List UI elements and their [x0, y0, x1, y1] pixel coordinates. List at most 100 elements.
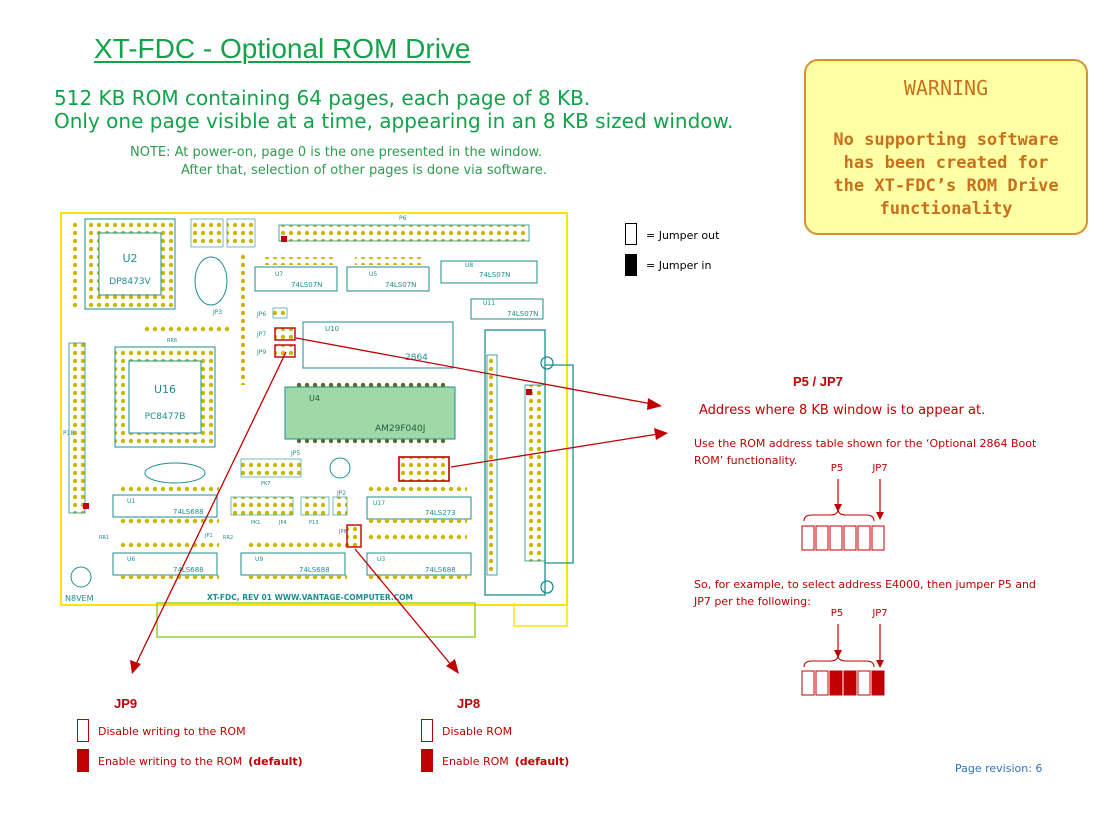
- chip-u8-part: 74LS07N: [479, 271, 510, 279]
- chip-u2-label: U2: [122, 252, 137, 265]
- jumper-jp5: [240, 458, 302, 478]
- diagram2-jumper-row: [801, 670, 885, 696]
- pins-u9-top: [247, 543, 347, 551]
- chip-u5-part: 74LS07N: [385, 281, 416, 289]
- pins-u1-bottom: [119, 517, 219, 525]
- chip-u11-part: 74LS07N: [507, 310, 538, 318]
- pins-u6-bottom: [119, 575, 219, 583]
- pins-u3-top: [367, 533, 467, 541]
- header-p18-pin1: [83, 503, 89, 509]
- page-title: XT-FDC - Optional ROM Drive: [94, 33, 471, 64]
- diagram1-jp7-label: JP7: [871, 463, 887, 474]
- jp9-in-swatch: [77, 749, 89, 772]
- board-maker: N8VEM: [65, 594, 94, 603]
- jp8-out-swatch: [421, 719, 433, 742]
- arrow-jp7-head: [647, 398, 662, 410]
- intro-line-1: 512 KB ROM containing 64 pages, each pag…: [54, 86, 591, 110]
- chip-u17-label: U17: [373, 500, 385, 507]
- header-p6: [278, 224, 530, 242]
- jumper-jp9-board: [274, 344, 296, 358]
- label-p13: P13: [309, 520, 318, 526]
- jp9-default-label: (default): [248, 755, 303, 768]
- jumper-jp8-board: [346, 524, 362, 548]
- diagram2-jumper-6: [871, 670, 885, 696]
- chip-u10: [302, 321, 454, 369]
- label-rr6: RR6: [167, 338, 177, 344]
- chip-u3-label: U3: [377, 556, 385, 563]
- header-p6-pin1: [281, 236, 287, 242]
- chip-u5-label: U5: [369, 271, 377, 278]
- mount-hole-bottom: [540, 580, 554, 594]
- pins-rr6: [141, 325, 231, 333]
- diagram2-jumper-4: [843, 670, 857, 696]
- jp8-in-swatch: [421, 749, 433, 772]
- jumper-diagram-1: P5 JP7: [801, 463, 888, 551]
- chip-u1-part: 74LS688: [173, 508, 204, 516]
- mount-hole-top: [540, 356, 554, 370]
- jumper-jp6: [272, 307, 288, 319]
- label-pk7: PK7: [261, 481, 270, 487]
- diagram1-jumper-1: [801, 525, 815, 551]
- p5-jp7-heading: P5 / JP7: [793, 374, 843, 389]
- connector-pin-row-right: [524, 384, 546, 562]
- pins-u5-top: [355, 257, 425, 265]
- intro-line-2: Only one page visible at a time, appeari…: [54, 109, 734, 133]
- diagram1-jumper-3: [829, 525, 843, 551]
- jp9-out-label: Disable writing to the ROM: [98, 725, 246, 738]
- chip-u7-part: 74LS07N: [291, 281, 322, 289]
- jumper-p13: [300, 496, 330, 516]
- chip-u7: [254, 266, 338, 292]
- transistor: [329, 457, 351, 479]
- chip-u6-part: 74LS688: [173, 566, 204, 574]
- arrow-p5-head: [654, 428, 668, 440]
- chip-u10-label: U10: [325, 325, 339, 333]
- warning-title: WARNING: [903, 76, 989, 100]
- label-jp5: JP5: [290, 450, 300, 457]
- note-line-1: NOTE: At power-on, page 0 is the one pre…: [130, 145, 543, 160]
- p5-jp7-description: Address where 8 KB window is to appear a…: [699, 403, 986, 418]
- small-jumpers-top: [190, 218, 224, 248]
- chip-u4-part: AM29F040J: [375, 424, 425, 434]
- diagram2-p5-arrowhead: [834, 650, 842, 658]
- pins-u7-top: [265, 257, 335, 265]
- chip-u8: [440, 260, 538, 284]
- jumper-jp2: [332, 496, 348, 516]
- warning-message: No supporting software has been created …: [833, 130, 1059, 219]
- pins-u6-top: [119, 543, 219, 551]
- arrow-jp8-line: [354, 548, 453, 667]
- page-revision: Page revision: 6: [955, 762, 1043, 775]
- table-note-line-1: Use the ROM address table shown for the …: [694, 437, 1037, 450]
- arrow-jp7-line: [295, 337, 653, 405]
- board-caption: XT-FDC, REV 01 WWW.VANTAGE-COMPUTER.COM: [207, 593, 413, 602]
- example-line-2: JP7 per the following:: [694, 595, 811, 608]
- diagram1-jumper-2: [815, 525, 829, 551]
- diagram1-p5-arrowhead: [834, 504, 842, 512]
- diagram1-jp7-arrowhead: [876, 512, 884, 520]
- diagram2-jumper-2: [815, 670, 829, 696]
- chip-u2-part: DP8473V: [109, 277, 151, 287]
- pins-u3-bottom: [367, 575, 467, 583]
- diagram1-p5-brace: [803, 508, 875, 522]
- pins-u1-top: [119, 485, 219, 493]
- chip-u8-label: U8: [465, 262, 473, 269]
- label-jp4: JP4: [278, 520, 287, 526]
- jp8-heading: JP8: [457, 696, 481, 711]
- crystal-oscillator: [194, 256, 228, 306]
- chip-u6-label: U6: [127, 556, 135, 563]
- diagram1-jumper-row: [801, 525, 885, 551]
- jp8-out-label: Disable ROM: [442, 725, 513, 738]
- note-line-2: After that, selection of other pages is …: [181, 163, 547, 178]
- label-rr1: RR1: [99, 535, 109, 541]
- bracket-tab: [513, 603, 568, 627]
- connector-pin1-marker: [526, 389, 532, 395]
- chip-u17-part: 74LS273: [425, 509, 456, 517]
- legend-jumper-in-swatch: [625, 254, 637, 276]
- jumper-p5-board: [398, 456, 450, 482]
- chip-u11: [470, 298, 544, 320]
- legend-jumper-in-label: = Jumper in: [646, 259, 712, 272]
- pins-left-top: [69, 219, 79, 309]
- chip-u4-pins-bottom: [295, 439, 445, 447]
- chip-u7-label: U7: [275, 271, 283, 278]
- jumper-pk1: [230, 496, 294, 516]
- pins-u17-top: [367, 487, 467, 495]
